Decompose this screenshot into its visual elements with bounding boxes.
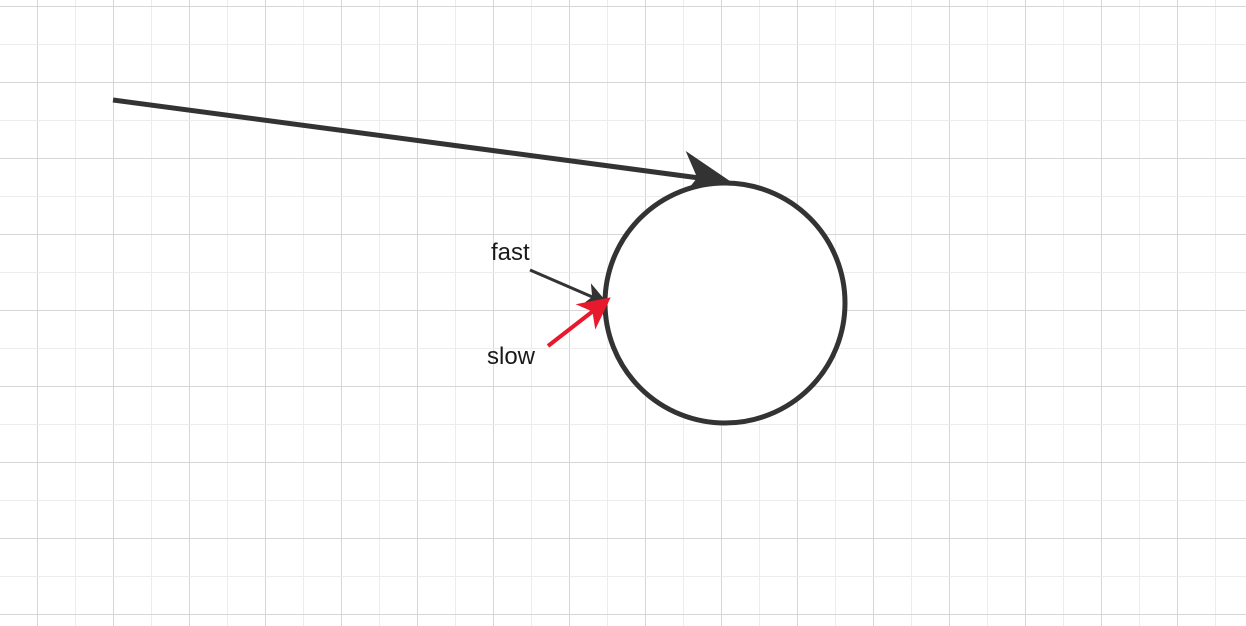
long-arrow[interactable] xyxy=(112,97,732,201)
circle-node[interactable] xyxy=(602,180,848,426)
fast-arrow[interactable] xyxy=(529,268,609,306)
fast-label: fast xyxy=(491,239,530,266)
slow-arrow[interactable] xyxy=(546,297,611,348)
slow-label: slow xyxy=(487,343,536,370)
